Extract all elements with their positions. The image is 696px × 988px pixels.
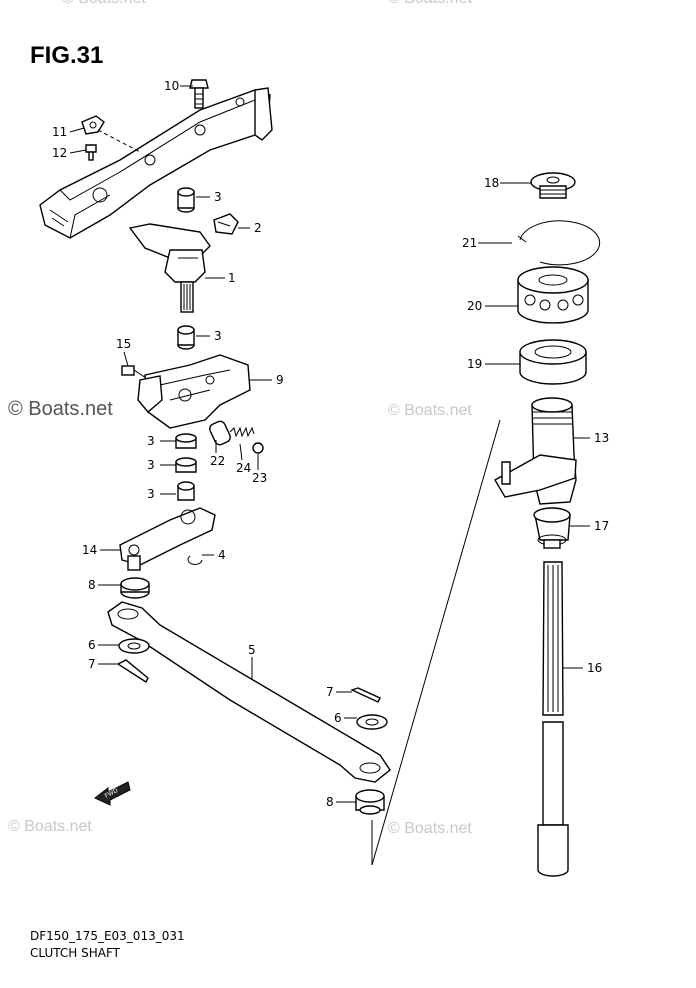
cotter-pin-7-left [116,659,149,684]
circlip-4 [187,555,203,565]
callout-9: 9 [276,373,284,387]
callout-23: 23 [252,471,267,485]
washer-6-left [118,638,150,654]
callout-24: 24 [236,461,251,475]
watermark: © Boats.net [62,0,146,8]
plate-11 [81,115,141,153]
bolt-10 [189,79,209,109]
assembly-line [371,419,501,866]
callout-3: 3 [214,329,222,343]
watermark: © Boats.net [388,0,472,8]
callout-18: 18 [484,176,499,190]
collar-8-upper [120,577,150,599]
callout-6: 6 [88,638,96,652]
plunger-22 [209,420,231,446]
callout-19: 19 [467,357,482,371]
leader-lines [69,85,590,803]
callout-16: 16 [587,661,602,675]
screw-12 [85,144,97,161]
callout-2: 2 [254,221,262,235]
callout-22: 22 [210,454,225,468]
watermark: © Boats.net [388,820,472,837]
callout-6: 6 [334,711,342,725]
callout-4: 4 [218,548,226,562]
callout-11: 11 [52,125,67,139]
bushing-3-d [175,457,197,473]
watermark: © Boats.net [8,818,92,835]
callouts: 10 11 12 3 2 1 3 15 9 3 3 3 22 24 23 14 … [52,79,609,809]
figure-name: CLUTCH SHAFT [30,946,120,960]
plug-18 [530,172,576,199]
bushing-3-top [177,187,195,213]
cotter-pin-7-right [350,687,381,703]
callout-7: 7 [88,657,96,671]
callout-7: 7 [326,685,334,699]
callout-3: 3 [147,458,155,472]
screw-15 [121,365,147,379]
seal-19 [519,339,587,385]
callout-12: 12 [52,146,67,160]
fwd-arrow-icon: FWD [94,781,131,806]
callout-3: 3 [147,487,155,501]
link-rod-5 [107,601,391,783]
shaft-housing-13 [494,397,577,505]
callout-20: 20 [467,299,482,313]
shift-bracket [39,87,273,239]
callout-14: 14 [82,543,97,557]
callout-17: 17 [594,519,609,533]
circlip-21 [517,220,601,266]
lever-14 [119,507,216,571]
shift-lever-1 [128,223,211,313]
callout-3: 3 [214,190,222,204]
callout-5: 5 [248,643,256,657]
fig-title: FIG.31 [30,42,104,69]
bushing-17 [533,507,571,549]
callout-1: 1 [228,271,236,285]
bushing-3-e [177,481,195,501]
clip-2 [213,213,239,235]
bushing-3-second [177,325,195,350]
ball-23 [252,442,264,454]
callout-8: 8 [326,795,334,809]
callout-10: 10 [164,79,179,93]
figure-code: DF150_175_E03_013_031 [30,929,185,943]
spring-24 [229,426,255,438]
watermark: © Boats.net [8,398,113,420]
bracket-9 [137,354,251,429]
clutch-shaft-16 [537,561,569,877]
watermark: © Boats.net [388,402,472,419]
callout-13: 13 [594,431,609,445]
bearing-20 [517,266,589,324]
callout-8: 8 [88,578,96,592]
callout-21: 21 [462,236,477,250]
callout-3: 3 [147,434,155,448]
bushing-3-c [175,433,197,449]
collar-8-lower [355,789,385,815]
washer-6-right [356,714,388,730]
callout-15: 15 [116,337,131,351]
